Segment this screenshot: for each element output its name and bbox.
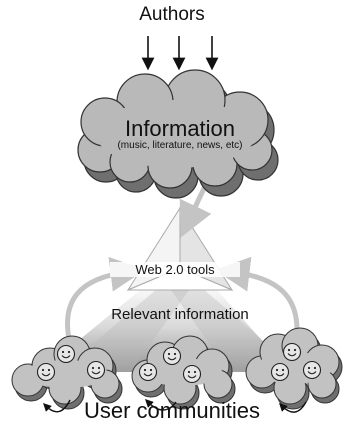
curved-arrow-icon xyxy=(145,399,177,411)
smiley-face-icon xyxy=(56,344,76,364)
authors-label: Authors xyxy=(139,4,205,25)
smiley-face-icon xyxy=(36,362,56,382)
community-curved-arrows xyxy=(43,399,307,413)
information-title: Information xyxy=(124,116,236,141)
author-arrows xyxy=(141,36,219,71)
smiley-face-icon xyxy=(162,346,182,366)
smiley-faces xyxy=(36,342,322,384)
smiley-face-icon xyxy=(182,364,202,384)
user-communities-label: User communities xyxy=(83,398,261,423)
curved-arrow-icon xyxy=(43,399,71,413)
relevant-information-label: Relevant information xyxy=(111,306,249,323)
smiley-face-icon xyxy=(302,360,322,380)
smiley-face-icon xyxy=(282,342,302,362)
information-cloud xyxy=(77,69,279,199)
web-tools-label: Web 2.0 tools xyxy=(110,262,240,277)
smiley-face-icon xyxy=(86,360,106,380)
information-subtitle: (music, literature, news, etc) xyxy=(117,140,243,151)
pyramid-icon xyxy=(126,206,234,292)
smiley-face-icon xyxy=(138,362,158,382)
curved-arrow-icon xyxy=(279,401,307,413)
smiley-face-icon xyxy=(270,362,290,382)
